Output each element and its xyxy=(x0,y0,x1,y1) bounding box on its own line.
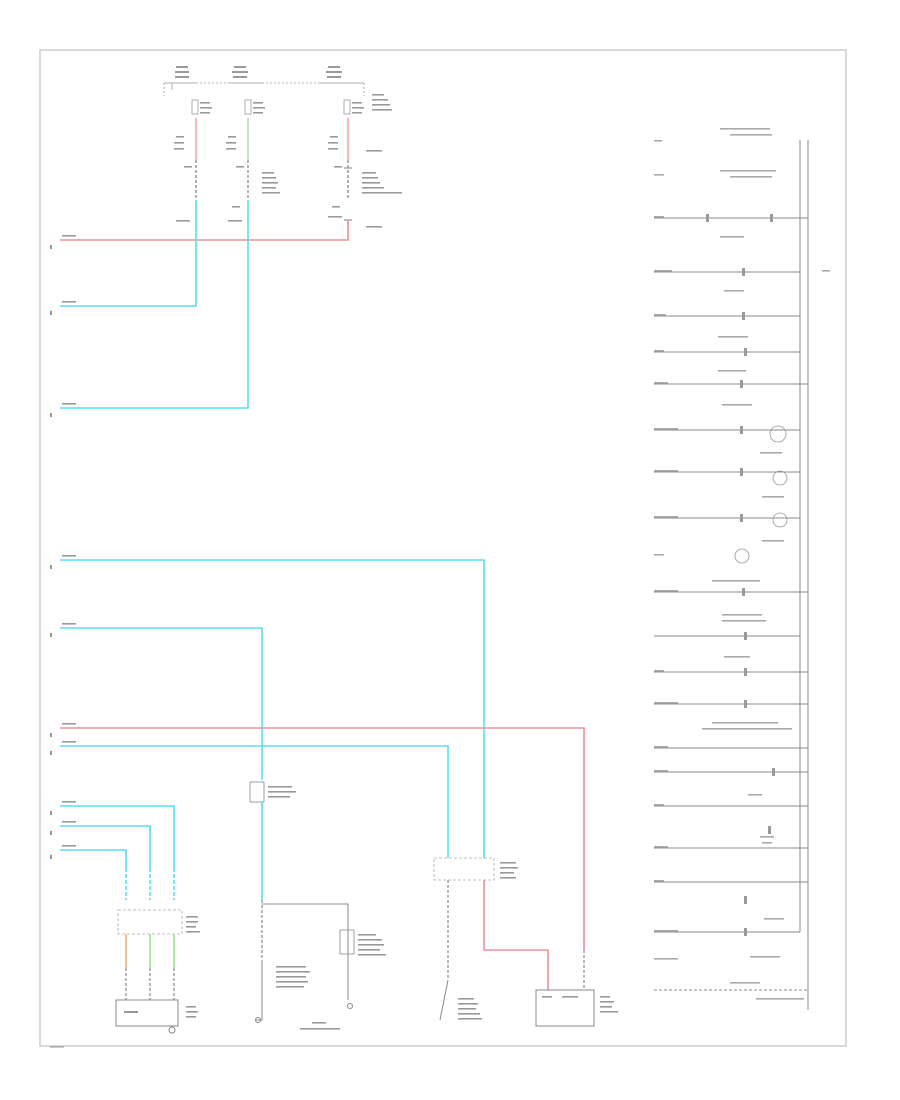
corner-code-mark xyxy=(50,1046,64,1048)
connector-labels-top xyxy=(174,136,402,228)
right-center-circuit xyxy=(433,818,618,1027)
fuse-drops xyxy=(195,118,352,221)
ladder-components xyxy=(706,214,775,936)
fuse-block-top xyxy=(163,66,392,115)
bottom-left-module xyxy=(115,868,200,1034)
ladder-labels xyxy=(654,128,830,1000)
indicator-lamps xyxy=(734,425,788,564)
center-bottom-circuit xyxy=(249,781,386,1030)
cluster-ladder xyxy=(654,140,809,1010)
diagram-frame xyxy=(39,49,847,1047)
main-wires xyxy=(60,200,585,950)
left-wire-tags xyxy=(50,235,76,859)
